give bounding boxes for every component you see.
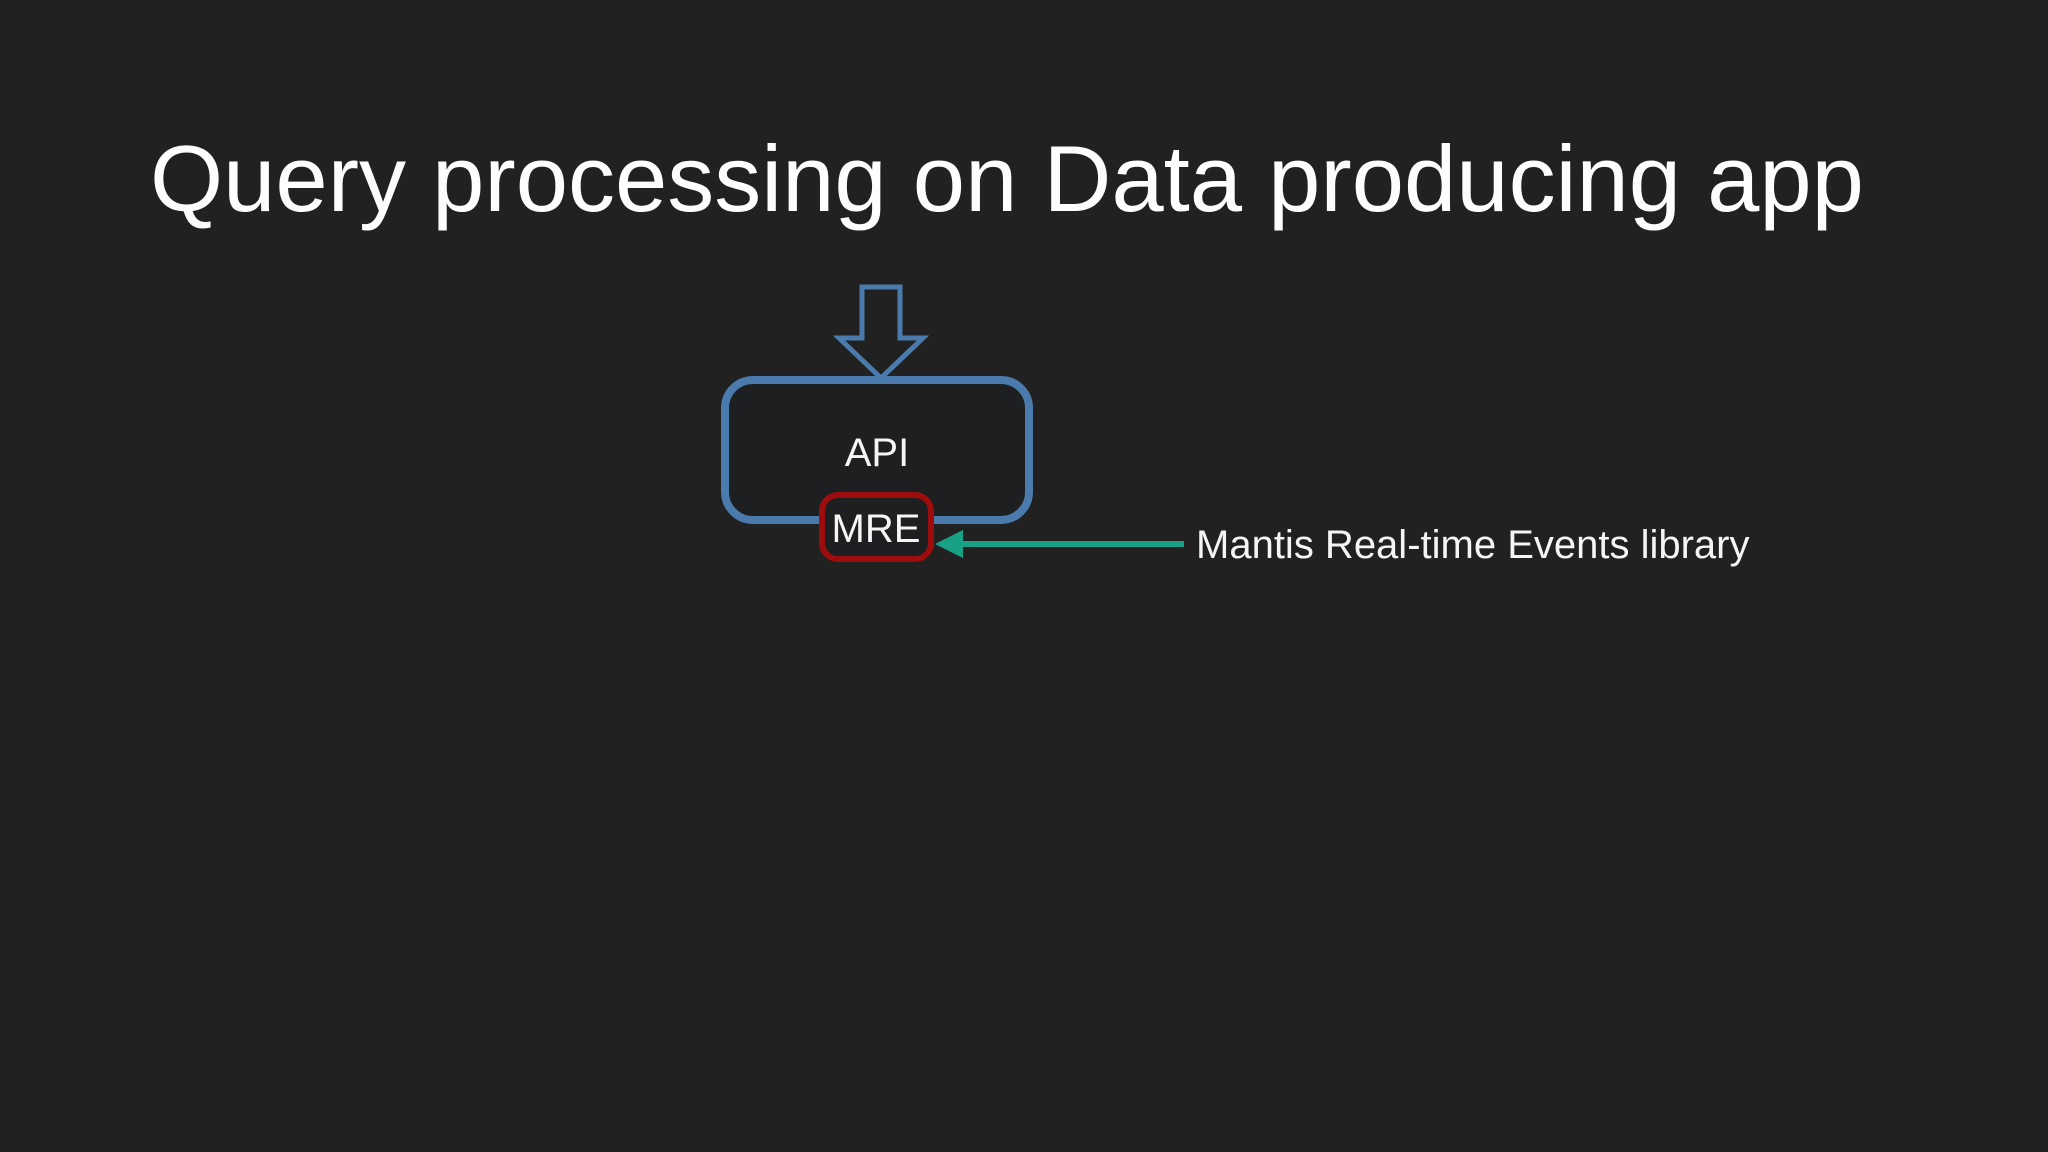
left-arrowhead-icon <box>935 530 963 558</box>
mre-box-label: MRE <box>832 507 921 551</box>
down-block-arrow-icon <box>832 284 930 382</box>
mre-box <box>819 492 934 562</box>
api-box-label: API <box>845 431 909 475</box>
annotation-label: Mantis Real-time Events library <box>1196 523 1750 567</box>
slide-title: Query processing on Data producing app <box>150 126 1864 231</box>
annotation-arrow <box>935 530 1184 558</box>
